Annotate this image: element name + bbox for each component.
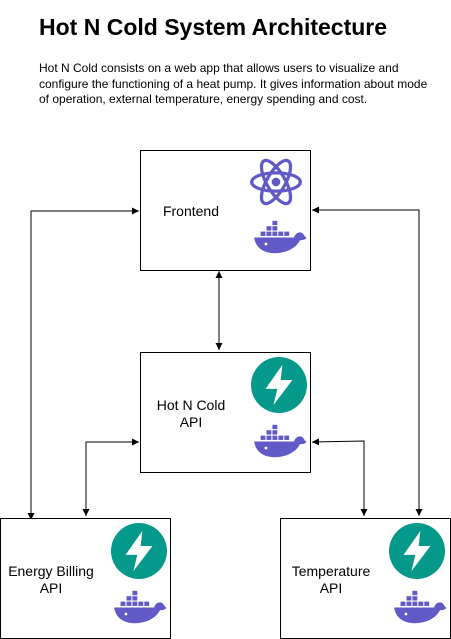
temperature-api-label: Temperature API bbox=[281, 563, 381, 596]
temperature-api-label-line-2: API bbox=[319, 579, 343, 596]
react-icon bbox=[249, 155, 303, 209]
diagram-title: Hot N Cold System Architecture bbox=[39, 14, 388, 40]
edge-frontend-temperature bbox=[312, 206, 423, 516]
hot-n-cold-api-label: Hot N Cold API bbox=[141, 397, 241, 430]
docker-icon bbox=[113, 589, 167, 625]
edge-api-temperature bbox=[311, 438, 368, 516]
diagram-description: Hot N Cold consists on a web app that al… bbox=[39, 61, 428, 106]
frontend-label: Frontend bbox=[141, 203, 241, 220]
hot-n-cold-api-label-line-2: API bbox=[179, 413, 203, 430]
docker-icon bbox=[253, 219, 307, 255]
energy-billing-api-label: Energy Billing API bbox=[1, 563, 101, 596]
energy-billing-api-label-line-2: API bbox=[39, 579, 63, 596]
frontend-label-text: Frontend bbox=[162, 203, 220, 219]
edge-api-billing bbox=[82, 438, 139, 516]
docker-icon bbox=[393, 589, 447, 625]
temperature-api-label-line-1: Temperature bbox=[291, 563, 371, 579]
hot-n-cold-api-label-line-1: Hot N Cold bbox=[156, 397, 226, 413]
fastapi-icon bbox=[389, 523, 445, 579]
energy-billing-api-label-line-1: Energy Billing bbox=[8, 563, 94, 579]
frontend-node[interactable]: Frontend bbox=[140, 150, 311, 271]
temperature-api-node[interactable]: Temperature API bbox=[280, 518, 451, 639]
fastapi-icon bbox=[251, 357, 307, 413]
docker-icon bbox=[253, 423, 307, 459]
fastapi-icon bbox=[111, 523, 167, 579]
hot-n-cold-api-node[interactable]: Hot N Cold API bbox=[140, 352, 311, 473]
edge-frontend-billing bbox=[27, 207, 139, 520]
energy-billing-api-node[interactable]: Energy Billing API bbox=[0, 518, 171, 639]
